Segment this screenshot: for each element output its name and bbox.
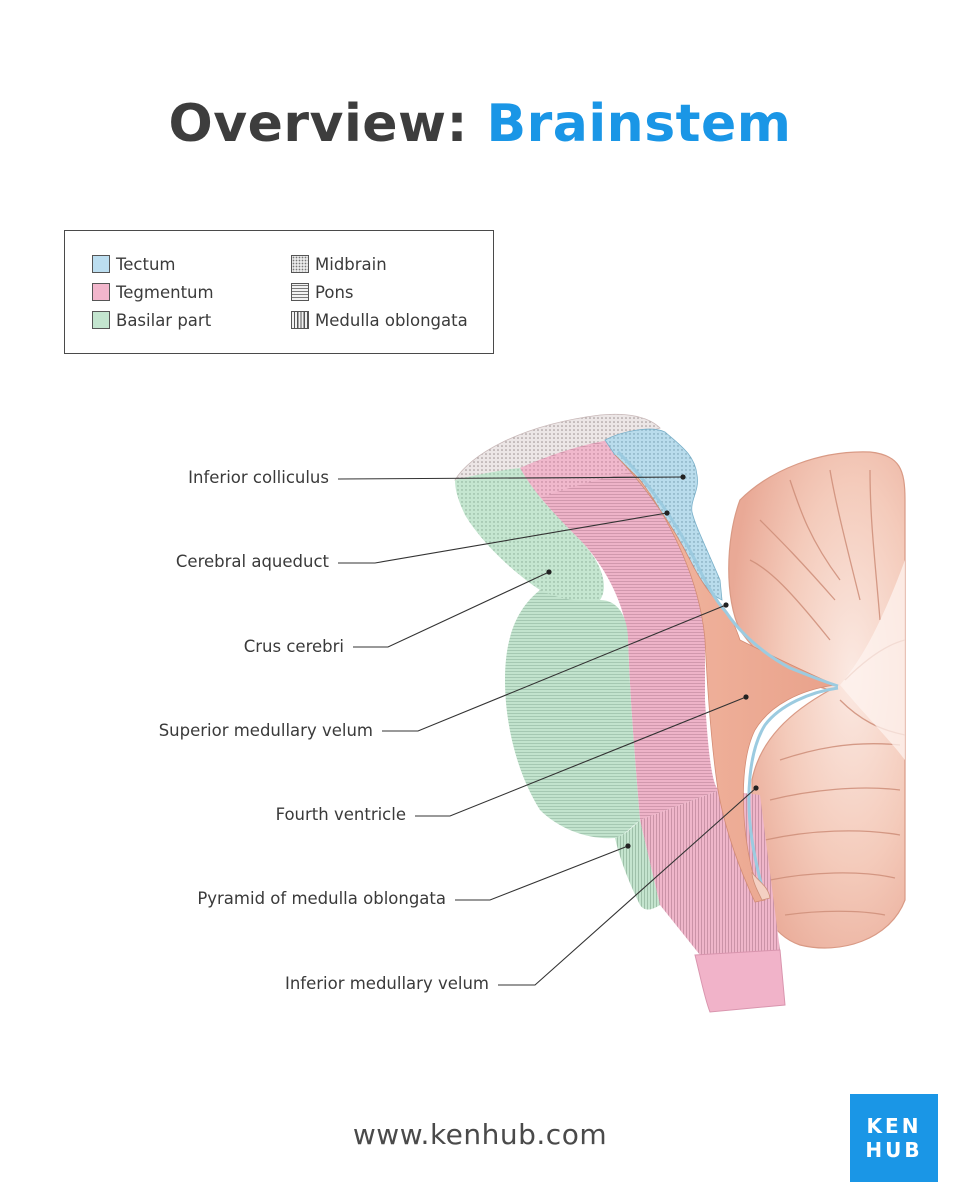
pons-swatch xyxy=(291,282,309,301)
medulla-oblongata-swatch xyxy=(291,310,309,329)
legend-label: Pons xyxy=(315,283,354,302)
logo-line-2: HUB xyxy=(865,1138,923,1162)
tectum-swatch xyxy=(92,254,110,273)
tegmentum-swatch xyxy=(92,282,110,301)
label-pyramid-of-medulla-oblongata: Pyramid of medulla oblongata xyxy=(197,889,446,908)
leader-dots xyxy=(546,474,759,849)
leader-lines xyxy=(337,476,757,986)
title-prefix: Overview: xyxy=(168,94,468,154)
basilar-part-swatch xyxy=(92,310,110,329)
legend-label: Basilar part xyxy=(116,311,212,330)
legend: Tectum Tegmentum Basilar part Midbrain P… xyxy=(64,230,494,354)
label-crus-cerebri: Crus cerebri xyxy=(243,637,344,656)
page-title: Overview: Brainstem xyxy=(0,94,960,154)
footer-url[interactable]: www.kenhub.com xyxy=(352,1118,608,1151)
label-fourth-ventricle: Fourth ventricle xyxy=(275,805,406,824)
title-highlight: Brainstem xyxy=(486,94,792,154)
legend-item-tegmentum: Tegmentum xyxy=(92,282,214,303)
legend-label: Medulla oblongata xyxy=(315,311,468,330)
legend-item-basilar-part: Basilar part xyxy=(92,310,212,331)
legend-item-tectum: Tectum xyxy=(92,254,176,275)
kenhub-logo[interactable]: KEN HUB xyxy=(850,1094,938,1182)
legend-label: Tectum xyxy=(116,255,176,274)
label-inferior-colliculus: Inferior colliculus xyxy=(188,468,329,487)
cerebellum xyxy=(728,451,906,949)
label-cerebral-aqueduct: Cerebral aqueduct xyxy=(175,552,329,571)
logo-line-1: KEN xyxy=(866,1114,922,1138)
legend-item-medulla-oblongata: Medulla oblongata xyxy=(291,310,468,331)
label-inferior-medullary-velum: Inferior medullary velum xyxy=(284,974,489,993)
brainstem-body xyxy=(454,413,839,1013)
legend-item-midbrain: Midbrain xyxy=(291,254,387,275)
legend-label: Tegmentum xyxy=(116,283,214,302)
legend-item-pons: Pons xyxy=(291,282,354,303)
legend-label: Midbrain xyxy=(315,255,387,274)
label-superior-medullary-velum: Superior medullary velum xyxy=(158,721,373,740)
midbrain-swatch xyxy=(291,254,309,273)
